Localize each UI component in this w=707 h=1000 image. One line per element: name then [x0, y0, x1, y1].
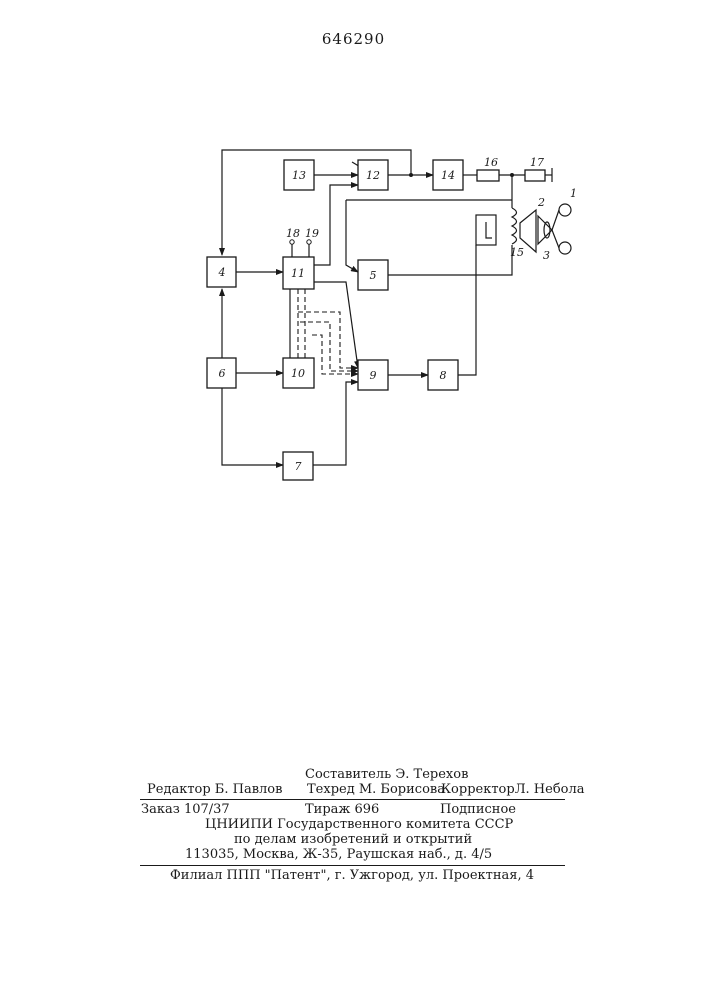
block-9-label: 9 — [370, 369, 377, 382]
block-14: 14 — [433, 160, 463, 190]
block-7: 7 — [283, 452, 313, 480]
block-14-label: 14 — [441, 169, 455, 182]
label-16: 16 — [484, 156, 498, 169]
label-17: 17 — [530, 156, 544, 169]
label-18: 18 — [286, 227, 300, 240]
block-16 — [477, 170, 499, 181]
techred: Техред М. Борисова — [307, 782, 445, 797]
block-9: 9 — [358, 360, 388, 390]
block-7-label: 7 — [295, 460, 302, 473]
org-line-2: по делам изобретений и открытий — [234, 832, 472, 847]
reel-1 — [552, 204, 571, 254]
cone-3 — [538, 216, 552, 244]
editor: Редактор Б. Павлов — [147, 782, 282, 797]
block-13-label: 13 — [292, 169, 306, 182]
block-4: 4 — [207, 257, 236, 287]
block-17 — [525, 170, 545, 181]
block-11-label: 11 — [291, 267, 305, 280]
label-1: 1 — [570, 187, 577, 200]
org-line-1: ЦНИИПИ Государственного комитета СССР — [205, 817, 513, 832]
address: 113035, Москва, Ж-35, Раушская наб., д. … — [185, 847, 492, 862]
block-6: 6 — [207, 358, 236, 388]
compiler: Составитель Э. Терехов — [305, 767, 468, 782]
block-4-label: 4 — [218, 266, 226, 279]
subscription: Подписное — [440, 802, 516, 817]
order: Заказ 107/37 — [141, 802, 230, 817]
block-12-label: 12 — [366, 169, 380, 182]
coil-15 — [476, 208, 517, 245]
label-2: 2 — [537, 196, 545, 209]
block-6-label: 6 — [219, 367, 226, 380]
block-8: 8 — [428, 360, 458, 390]
block-8-label: 8 — [440, 369, 447, 382]
imprint-rule-bottom — [140, 865, 565, 866]
block-10-label: 10 — [291, 367, 305, 380]
block-5: 5 — [358, 260, 388, 290]
imprint-rule-top — [140, 799, 565, 800]
corrector: КорректорЛ. Небола — [441, 782, 585, 797]
block-10: 10 — [283, 358, 314, 388]
label-3: 3 — [543, 249, 550, 262]
block-5-label: 5 — [370, 269, 377, 282]
label-15: 15 — [510, 246, 524, 259]
label-19: 19 — [305, 227, 319, 240]
branch: Филиал ППП "Патент", г. Ужгород, ул. Про… — [170, 868, 534, 883]
circulation: Тираж 696 — [305, 802, 379, 817]
block-13: 13 — [284, 160, 314, 190]
block-11: 11 — [283, 257, 314, 289]
block-12: 12 — [358, 160, 388, 190]
